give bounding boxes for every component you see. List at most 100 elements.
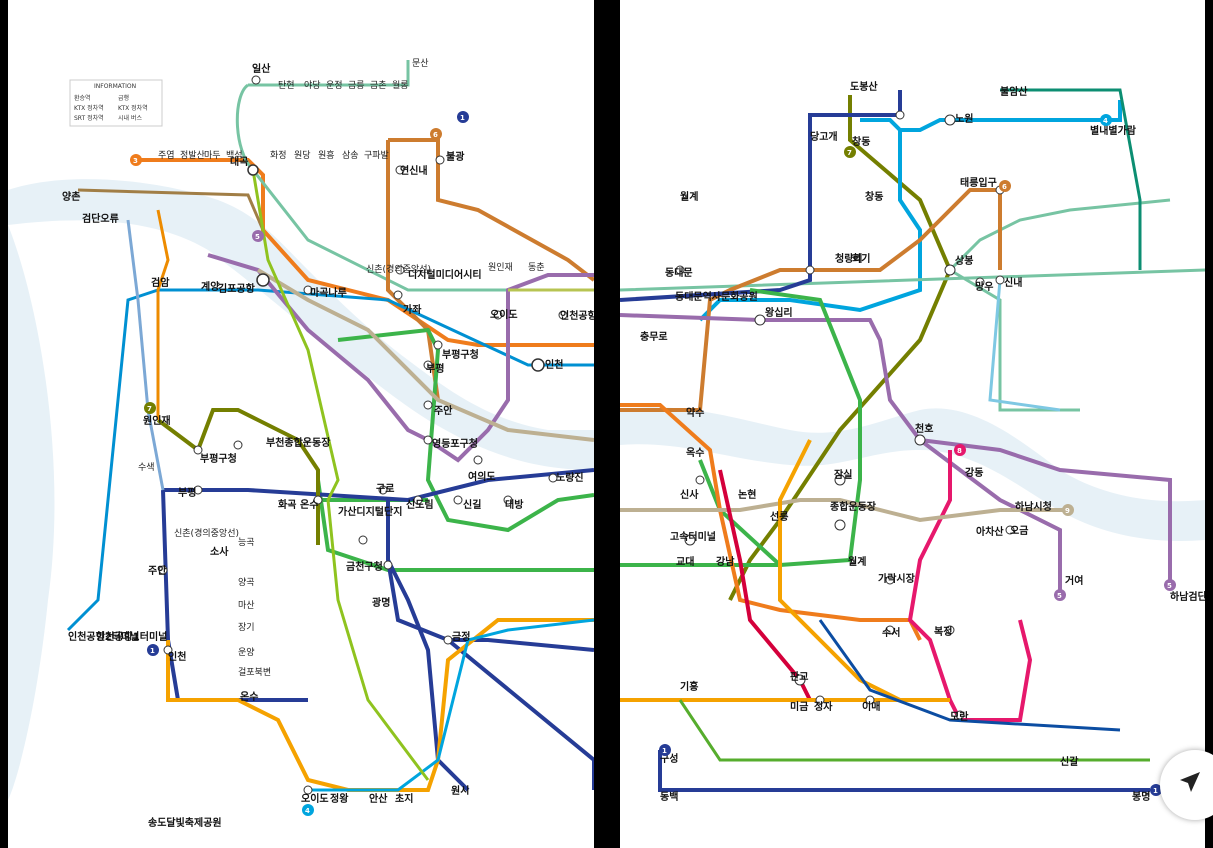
line7-badge	[144, 402, 156, 414]
station-marker[interactable]	[805, 265, 815, 275]
station-label: 종합운동장	[830, 500, 877, 513]
legend-item: KTX 정차역	[118, 104, 148, 112]
station-label: 동대문역사문화공원	[675, 290, 758, 303]
station-marker[interactable]	[548, 473, 558, 483]
incheon-line1-path	[126, 219, 165, 491]
station-marker[interactable]	[885, 625, 895, 635]
station-label: 영등포구청	[432, 437, 478, 450]
station-label: 백석	[226, 150, 243, 161]
station-label: 안산	[369, 792, 388, 805]
station-marker[interactable]	[193, 485, 203, 495]
station-marker[interactable]	[251, 75, 261, 85]
station-label: 선릉	[770, 510, 788, 523]
station-marker[interactable]	[413, 495, 423, 505]
station-marker[interactable]	[955, 710, 965, 720]
station-marker[interactable]	[834, 474, 846, 486]
station-label: 걸포북변	[238, 667, 271, 678]
station-label: 금천구청	[346, 560, 383, 573]
station-marker[interactable]	[944, 264, 956, 276]
station-minor-labels-left: 탄현 야당 운정 금릉 금촌 월롱 문산 주엽 정발산 마두 백석 화정 원당 …	[138, 58, 545, 678]
station-label: 별내별가람	[1090, 124, 1137, 137]
station-marker[interactable]	[503, 495, 513, 505]
sea-west	[8, 225, 55, 800]
station-label: 송도달빛축제공원	[148, 816, 222, 829]
station-marker[interactable]	[493, 310, 503, 320]
line1-badge	[147, 644, 159, 656]
station-marker[interactable]	[158, 565, 168, 575]
station-marker[interactable]	[675, 265, 685, 275]
station-marker[interactable]	[313, 495, 323, 505]
legend-item: 급행	[118, 94, 129, 102]
legend-title: INFORMATION	[94, 83, 136, 90]
station-label: 디지털미디어시티	[408, 268, 482, 281]
station-marker[interactable]	[395, 265, 405, 275]
station-label: 부평	[426, 362, 444, 375]
station-marker[interactable]	[358, 535, 368, 545]
station-marker[interactable]	[393, 290, 403, 300]
station-marker[interactable]	[558, 310, 568, 320]
station-label: 운양	[238, 647, 255, 658]
legend-item: SRT 정차역	[74, 114, 104, 122]
svg-text:1: 1	[150, 647, 155, 655]
station-marker[interactable]	[423, 400, 433, 410]
station-marker[interactable]	[233, 440, 243, 450]
station-marker[interactable]	[435, 155, 445, 165]
station-marker[interactable]	[423, 435, 433, 445]
station-marker[interactable]	[914, 434, 926, 446]
station-marker[interactable]	[945, 625, 955, 635]
station-marker[interactable]	[754, 314, 766, 326]
station-marker[interactable]	[1005, 525, 1015, 535]
station-label: 오이도	[301, 792, 329, 805]
station-label: 충무로	[640, 330, 668, 343]
station-marker[interactable]	[303, 285, 313, 295]
station-label: 인천공항2터미널	[68, 630, 139, 643]
station-label: 신사	[680, 488, 699, 501]
station-marker[interactable]	[473, 455, 483, 465]
station-marker[interactable]	[695, 475, 705, 485]
station-marker[interactable]	[834, 519, 846, 531]
station-marker[interactable]	[256, 273, 270, 287]
station-marker[interactable]	[885, 575, 895, 585]
station-label: 온수	[300, 499, 318, 511]
station-label: 문산	[412, 58, 429, 69]
station-marker[interactable]	[378, 485, 388, 495]
station-labels-right: 도봉산 창동 노원 별내별가람 태릉입구 상봉 망우 신내 청량리 회기 왕십리…	[640, 80, 1205, 803]
station-label: 장기	[238, 622, 255, 633]
station-marker[interactable]	[531, 358, 545, 372]
station-label: 마곡나루	[310, 286, 347, 299]
station-marker[interactable]	[815, 695, 825, 705]
station-label: 오이도	[490, 308, 518, 321]
station-marker[interactable]	[443, 635, 453, 645]
station-marker[interactable]	[395, 165, 405, 175]
station-marker[interactable]	[895, 110, 905, 120]
station-marker[interactable]	[865, 695, 875, 705]
line-badges-left: 6 5 7 1 4 1 3	[130, 111, 469, 816]
map-page-left: INFORMATION 환승역 급행 KTX 정차역 KTX 정차역 SRT 정…	[8, 0, 594, 848]
line5-badge	[252, 230, 264, 242]
station-marker[interactable]	[163, 645, 173, 655]
station-marker[interactable]	[995, 275, 1005, 285]
gyeonggang-path	[818, 619, 1121, 732]
svg-text:5: 5	[255, 233, 260, 241]
station-marker[interactable]	[303, 785, 313, 795]
station-label: 광명	[372, 596, 390, 609]
station-marker[interactable]	[453, 495, 463, 505]
station-marker[interactable]	[433, 340, 443, 350]
station-marker[interactable]	[684, 534, 696, 546]
station-label: 강남	[716, 555, 735, 568]
station-label: 기흥	[680, 680, 698, 693]
station-label: 노원	[955, 112, 973, 125]
station-marker[interactable]	[193, 445, 203, 455]
station-label: 부평구청	[442, 348, 479, 361]
station-marker[interactable]	[247, 164, 259, 176]
line7-badge	[844, 146, 856, 158]
station-marker[interactable]	[423, 360, 433, 370]
station-marker[interactable]	[383, 560, 393, 570]
station-marker[interactable]	[975, 277, 985, 287]
station-marker[interactable]	[944, 114, 956, 126]
line3-path	[620, 403, 922, 641]
station-label: 부천종합운동장	[266, 436, 331, 449]
scroll-to-top-button[interactable]	[1160, 750, 1213, 820]
station-label: 원흥	[318, 149, 335, 161]
station-marker[interactable]	[794, 674, 806, 686]
